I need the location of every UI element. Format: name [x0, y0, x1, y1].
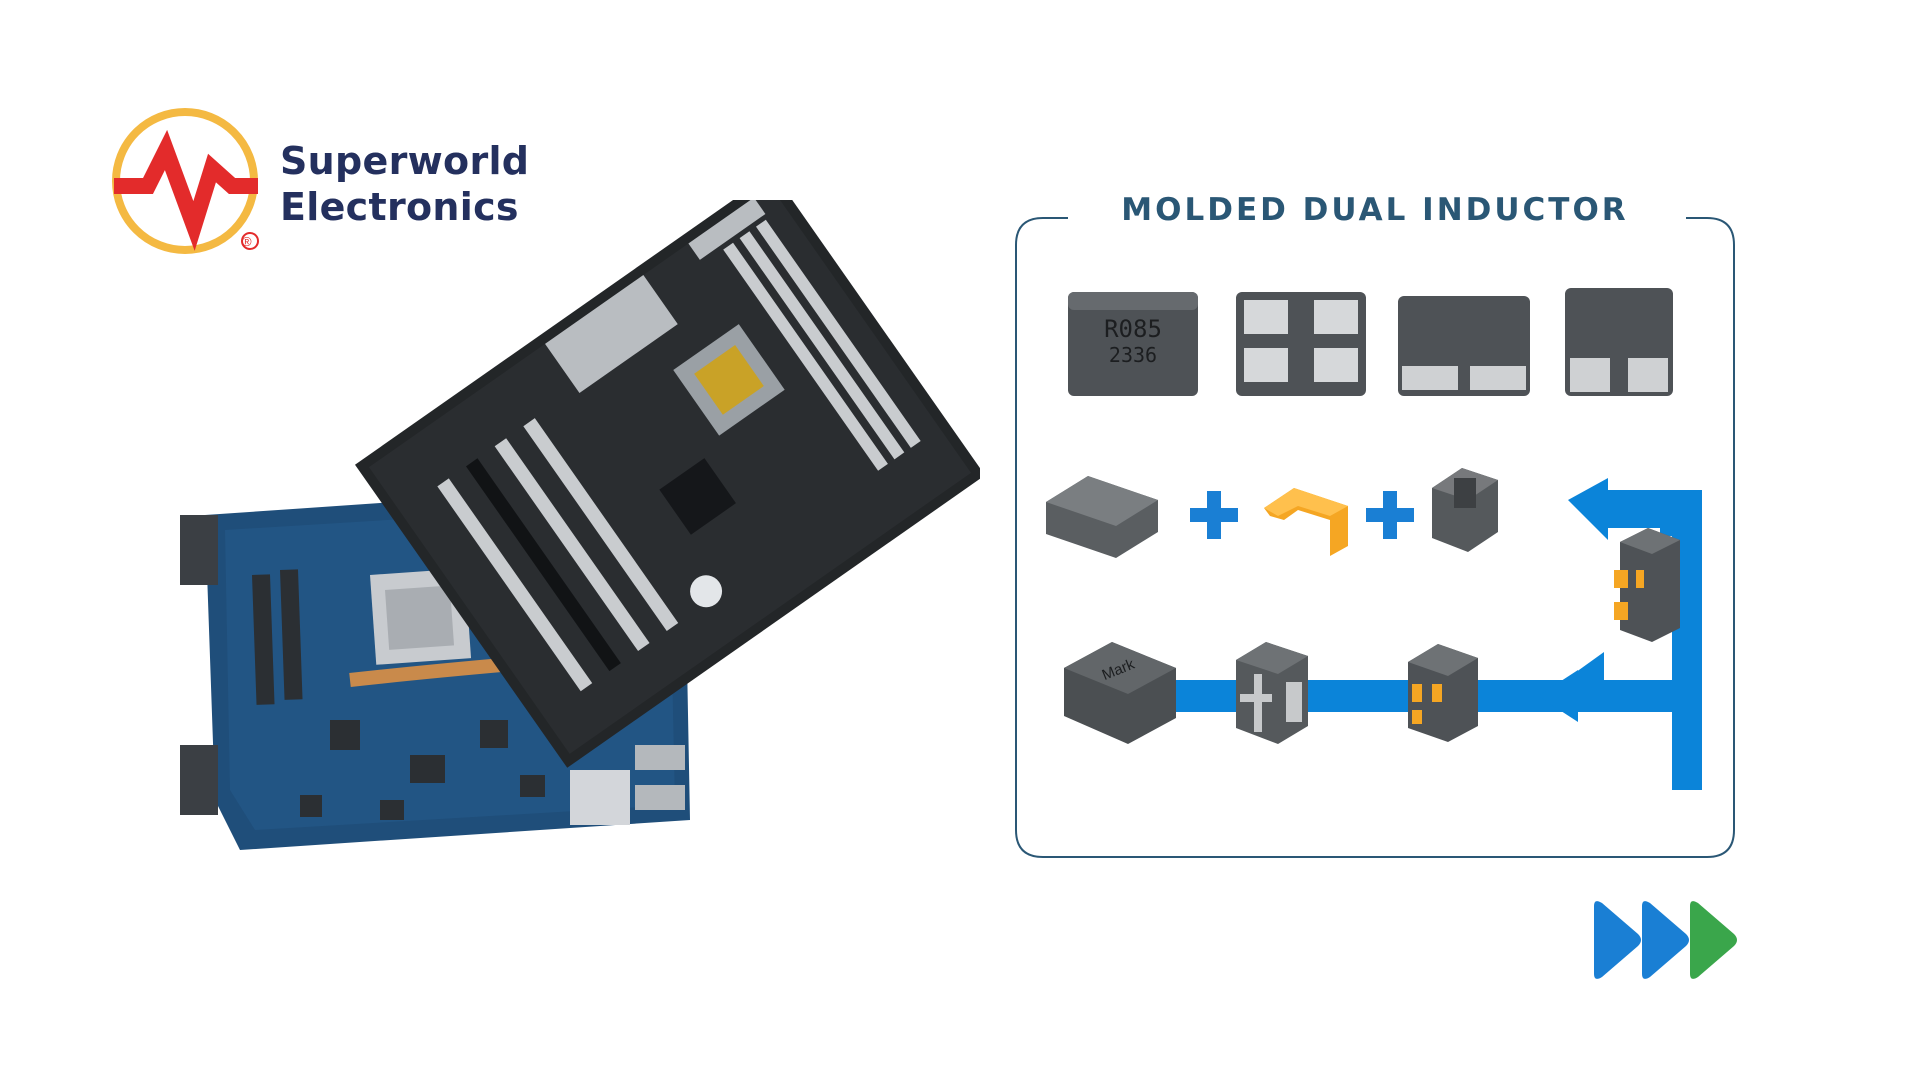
registered-mark: ® — [242, 234, 252, 249]
fast-forward-icon — [1594, 901, 1737, 979]
brand-name: Superworld Electronics — [280, 138, 529, 230]
motherboard-illustration — [180, 172, 985, 860]
black-motherboard — [355, 172, 985, 768]
product-panel — [1008, 210, 1742, 865]
clip-part — [1264, 488, 1348, 556]
inductor-photo-3 — [1398, 296, 1530, 396]
inductor-photo-4 — [1565, 288, 1673, 396]
inductor-process-diagram: R085 2336 — [1008, 270, 1742, 870]
marking-line2: 2336 — [1109, 343, 1157, 367]
assembly-stage-1 — [1614, 528, 1680, 642]
assembly-stage-2 — [1408, 644, 1478, 742]
inductor-photo-2 — [1236, 292, 1366, 396]
assembly-final-marked: Mark — [1064, 642, 1176, 744]
next-button[interactable] — [1590, 898, 1740, 982]
panel-title: MOLDED DUAL INDUCTOR — [1121, 192, 1629, 228]
core-part-cap — [1432, 468, 1498, 552]
brand-name-line2: Electronics — [280, 185, 519, 229]
brand-logo — [108, 108, 528, 258]
plus-icon-2 — [1366, 491, 1414, 539]
assembly-stage-3 — [1236, 642, 1308, 744]
core-part-base — [1046, 476, 1158, 558]
brand-name-line1: Superworld — [280, 139, 530, 183]
plus-icon — [1190, 491, 1238, 539]
marking-line1: R085 — [1104, 315, 1162, 343]
logo-emblem — [112, 108, 259, 254]
inductor-photo-1: R085 2336 — [1068, 292, 1198, 396]
